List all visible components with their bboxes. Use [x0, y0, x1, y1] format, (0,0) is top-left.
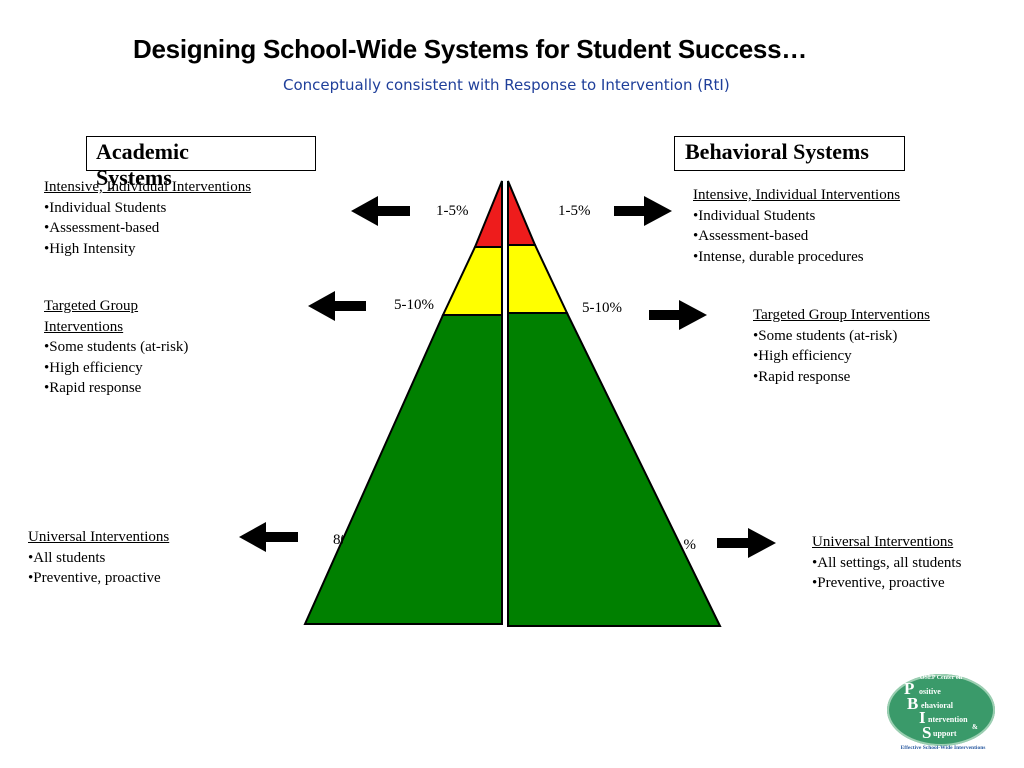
list-item: •Preventive, proactive: [28, 570, 161, 586]
list-item: •All students: [28, 549, 106, 566]
right-tier-middle: [507, 244, 569, 314]
list-item: •High efficiency: [753, 348, 852, 364]
arrow-left-icon: [351, 196, 410, 226]
list-item: •Assessment-based: [693, 228, 809, 244]
logo-word-positive: ositive: [919, 687, 941, 696]
logo-bottom-line: Effective School-Wide Interventions: [900, 745, 986, 751]
academic-tier1-text: Intensive, Individual Interventions •Ind…: [44, 177, 304, 259]
list-item: •Rapid response: [753, 368, 851, 385]
list-item: •High efficiency: [44, 359, 143, 376]
percent-academic-tier2: 5-10%: [394, 297, 434, 313]
left-tier-top: [473, 180, 503, 248]
logo-letter-i: I: [919, 708, 926, 727]
arrow-right-icon: [614, 196, 672, 226]
left-tier-middle: [441, 246, 503, 316]
academic-tier3-text: Universal Interventions •All students •P…: [28, 527, 228, 589]
logo-letter-s: S: [922, 723, 932, 742]
behavioral-tier1-heading: Intensive, Individual Interventions: [693, 187, 901, 203]
list-item: •Some students (at-risk): [753, 327, 898, 344]
percent-behavioral-tier3: 80-90%: [684, 537, 696, 553]
list-item: •Individual Students: [44, 199, 167, 216]
behavioral-tier2-text: Targeted Group Interventions •Some stude…: [753, 305, 1013, 387]
percent-behavioral-tier1: 1-5%: [558, 203, 591, 219]
percent-academic-tier1: 1-5%: [436, 203, 469, 219]
behavioral-systems-label: Behavioral Systems: [674, 136, 905, 171]
behavioral-tier1-text: Intensive, Individual Interventions •Ind…: [693, 185, 953, 267]
academic-tier2-text: Targeted Group Interventions: [44, 296, 184, 337]
academic-tier2-items: •Some students (at-risk) •High efficienc…: [44, 337, 244, 399]
logo-word-intervention: ntervention: [928, 715, 968, 724]
list-item: •Individual Students: [693, 207, 816, 224]
list-item: •Some students (at-risk): [44, 339, 189, 355]
logo-word-behavioral: ehavioral: [921, 701, 953, 710]
logo-letter-p: P: [904, 679, 915, 698]
academic-tier3-heading: Universal Interventions: [28, 529, 170, 545]
right-tier-top: [507, 180, 537, 246]
list-item: •Assessment-based: [44, 220, 160, 236]
page-subtitle: Conceptually consistent with Response to…: [283, 76, 730, 94]
academic-tier2-heading: Targeted Group Interventions: [44, 298, 139, 335]
arrow-right-icon: [717, 528, 776, 558]
behavioral-tier2-heading: Targeted Group Interventions: [753, 307, 930, 323]
page-title: Designing School-Wide Systems for Studen…: [133, 34, 807, 64]
behavioral-tier3-heading: Universal Interventions: [812, 534, 954, 550]
list-item: •High Intensity: [44, 240, 136, 257]
left-tier-bottom: [303, 314, 503, 625]
academic-systems-label-text: Academic Systems: [96, 139, 189, 190]
logo-word-support: upport: [933, 729, 957, 738]
percent-academic-tier3: 80-90%: [333, 532, 343, 548]
pbis-logo: OSEP Center on P ositive B ehavioral I n…: [882, 672, 1004, 756]
logo-letter-b: B: [907, 694, 919, 713]
arrow-right-icon: [649, 300, 707, 330]
arrow-left-icon: [308, 291, 366, 321]
list-item: •Preventive, proactive: [812, 575, 945, 591]
list-item: •Rapid response: [44, 380, 142, 396]
arrow-left-icon: [239, 522, 298, 552]
logo-top-line: OSEP Center on: [919, 675, 963, 681]
list-item: •All settings, all students: [812, 554, 962, 571]
academic-systems-label: Academic Systems: [86, 136, 316, 190]
academic-tier1-heading: Intensive, Individual Interventions: [44, 179, 252, 195]
percent-behavioral-tier2: 5-10%: [582, 300, 622, 316]
list-item: •Intense, durable procedures: [693, 248, 864, 265]
logo-ampersand: &: [972, 723, 978, 731]
right-tier-bottom: [507, 312, 722, 627]
logo-oval: [887, 674, 995, 746]
behavioral-tier3-text: Universal Interventions •All settings, a…: [812, 532, 1012, 594]
